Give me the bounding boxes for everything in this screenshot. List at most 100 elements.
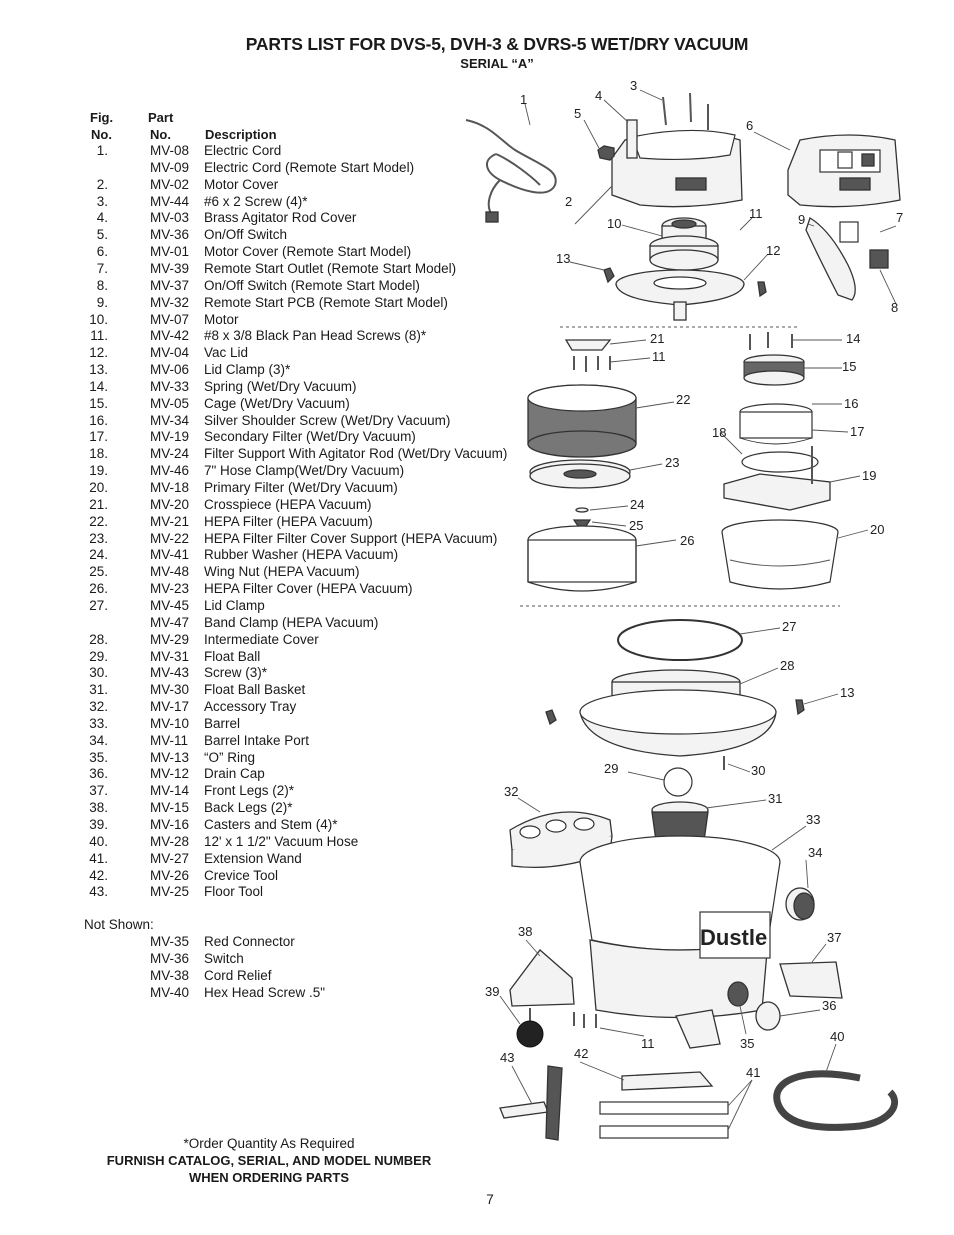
part-number: MV-07 <box>150 311 190 327</box>
callout-number: 3 <box>630 78 637 93</box>
part-description: Back Legs (2)* <box>204 800 293 816</box>
motor-cover-drawing <box>611 129 743 208</box>
part-number: MV-20 <box>150 496 190 512</box>
callout-number: 6 <box>746 118 753 133</box>
part-number: MV-24 <box>150 446 190 462</box>
fig-number: 40. <box>89 833 108 849</box>
part-number: MV-12 <box>150 766 190 782</box>
part-number: MV-43 <box>150 665 190 681</box>
part-description: Remote Start Outlet (Remote Start Model) <box>204 260 457 276</box>
part-description: Accessory Tray <box>204 699 297 715</box>
fig-number: 7. <box>96 260 108 276</box>
fig-number: 19. <box>89 463 108 479</box>
electric-cord-drawing <box>465 119 557 223</box>
part-description: Intermediate Cover <box>204 631 319 647</box>
barrel-brand-label: Dustle <box>700 925 767 950</box>
callout-number: 2 <box>565 194 572 209</box>
part-description: Floor Tool <box>204 884 264 900</box>
crosspiece-drawing <box>564 339 612 372</box>
fig-number: 37. <box>89 783 108 799</box>
callout-number: 17 <box>850 424 864 439</box>
part-description: Secondary Filter (Wet/Dry Vacuum) <box>204 429 416 445</box>
callout-number: 11 <box>749 206 763 221</box>
ordering-instruction-line1: FURNISH CATALOG, SERIAL, AND MODEL NUMBE… <box>106 1153 432 1168</box>
header-part-line2: No. <box>150 127 171 142</box>
part-number: MV-23 <box>150 581 190 597</box>
fig-number: 10. <box>89 311 108 327</box>
remote-motor-cover-drawing <box>787 134 901 208</box>
fig-number: 27. <box>89 597 108 613</box>
part-description: Lid Clamp <box>204 597 265 613</box>
callout-number: 7 <box>896 210 903 225</box>
part-number: MV-25 <box>150 884 190 900</box>
callout-number: 39 <box>485 984 499 999</box>
fig-number: 32. <box>89 699 108 715</box>
part-number: MV-35 <box>150 934 190 949</box>
callout-number: 43 <box>500 1050 514 1065</box>
fig-number: 41. <box>89 850 108 866</box>
fig-number: 4. <box>96 210 108 226</box>
callout-number: 1 <box>520 92 527 107</box>
callout-number: 15 <box>842 359 856 374</box>
part-number: MV-46 <box>150 463 190 479</box>
part-description: HEPA Filter Filter Cover Support (HEPA V… <box>204 530 498 546</box>
callout-number: 34 <box>808 845 822 860</box>
part-description: Casters and Stem (4)* <box>204 817 338 832</box>
callout-number: 11 <box>641 1036 655 1051</box>
callout-number: 25 <box>629 518 643 533</box>
part-description: Barrel Intake Port <box>204 732 310 748</box>
caster-drawing <box>516 1008 544 1048</box>
part-description: Primary Filter (Wet/Dry Vacuum) <box>204 480 398 495</box>
fig-number: 16. <box>89 412 108 428</box>
fig-number: 6. <box>96 244 108 260</box>
part-description: Float Ball <box>204 648 261 664</box>
fig-number: 25. <box>89 564 108 580</box>
part-description: HEPA Filter (HEPA Vacuum) <box>204 513 373 529</box>
vac-lid-drawing <box>603 267 767 321</box>
callout-number: 16 <box>844 396 858 411</box>
part-description: “O” Ring <box>204 749 256 765</box>
not-shown-label: Not Shown: <box>84 917 154 932</box>
washer-wingnut-drawing <box>572 507 592 527</box>
part-number: MV-01 <box>150 244 190 260</box>
callout-number: 29 <box>604 761 618 776</box>
fig-number: 14. <box>89 378 108 394</box>
fig-number: 29. <box>89 648 108 664</box>
part-number: MV-27 <box>150 850 190 866</box>
fig-number: 34. <box>89 732 108 748</box>
ordering-instruction-line2: WHEN ORDERING PARTS <box>188 1170 350 1185</box>
intake-port-drawing <box>785 887 815 921</box>
part-description: Remote Start PCB (Remote Start Model) <box>204 294 448 310</box>
part-number: MV-16 <box>150 817 190 832</box>
fig-number: 9. <box>96 294 108 310</box>
page-title: PARTS LIST FOR DVS-5, DVH-3 & DVRS-5 WET… <box>245 34 749 54</box>
fig-number: 30. <box>89 665 108 681</box>
drain-cap-drawing <box>675 981 781 1049</box>
part-description: Electric Cord (Remote Start Model) <box>204 159 415 175</box>
part-number: MV-26 <box>150 867 190 883</box>
motor-drawing <box>649 217 719 271</box>
header-fig-line2: No. <box>91 127 112 142</box>
part-number: MV-39 <box>150 260 190 276</box>
part-number: MV-33 <box>150 378 190 394</box>
part-description: Filter Support With Agitator Rod (Wet/Dr… <box>204 446 508 462</box>
page-subtitle: SERIAL “A” <box>460 56 534 71</box>
part-description: Rubber Washer (HEPA Vacuum) <box>204 547 399 563</box>
screws-drawing <box>597 92 709 161</box>
part-number: MV-22 <box>150 530 190 546</box>
callout-number: 23 <box>665 455 679 470</box>
fig-number: 2. <box>96 176 108 192</box>
fig-number: 43. <box>89 884 108 900</box>
callout-number: 11 <box>652 349 666 364</box>
cage-drawing <box>743 332 805 386</box>
part-description: Band Clamp (HEPA Vacuum) <box>204 614 379 630</box>
secondary-filter-drawing <box>739 403 813 445</box>
hose-clamp-drawing <box>741 451 819 473</box>
hepa-filter-drawing <box>527 384 637 458</box>
remote-start-parts-drawing <box>805 217 889 301</box>
part-description: Extension Wand <box>204 850 302 866</box>
front-legs-drawing <box>779 961 843 999</box>
part-description: Electric Cord <box>204 143 282 158</box>
float-ball-drawing <box>663 767 693 797</box>
